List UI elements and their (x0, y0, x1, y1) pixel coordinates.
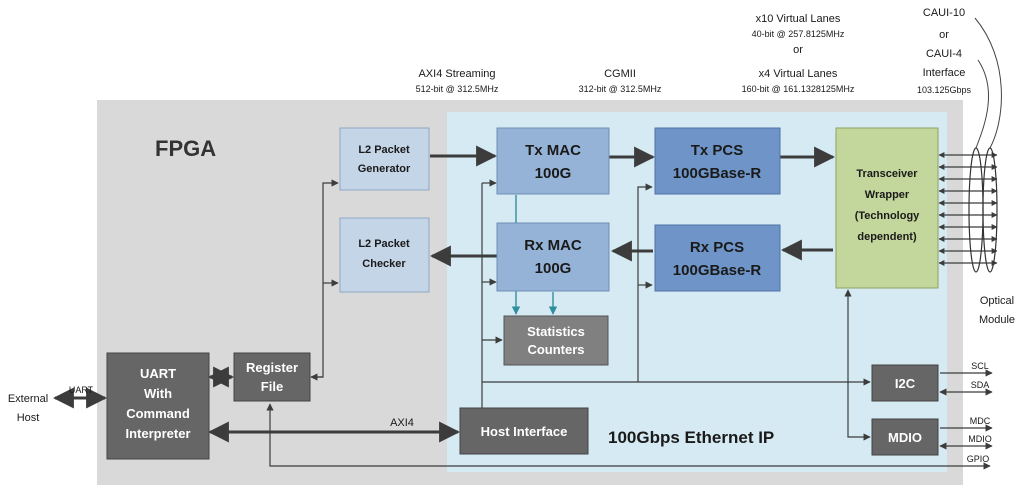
caui-callout-lines (974, 17, 1002, 149)
tx-pcs-line2: 100GBase-R (673, 165, 762, 182)
interface-label: Interface (923, 67, 966, 79)
mdc-label: MDC (970, 416, 991, 426)
mdio-block: MDIO (871, 418, 939, 456)
transceiver-wrapper-block: Transceiver Wrapper (Technology dependen… (835, 127, 939, 289)
uart-signal-label: UART (69, 385, 94, 395)
stats-line1: Statistics (527, 324, 585, 339)
connections (52, 145, 998, 470)
statistics-counters-block: Statistics Counters (503, 315, 609, 366)
uart-line3: Command (126, 406, 190, 421)
register-file-line2: File (261, 379, 283, 394)
tx-mac-block: Tx MAC 100G (496, 127, 610, 195)
rx-pcs-block: Rx PCS 100GBase-R (654, 224, 781, 292)
cgmii-sub: 312-bit @ 312.5MHz (579, 84, 662, 94)
vl4-title: x4 Virtual Lanes (759, 68, 838, 80)
rate-label: 103.125Gbps (917, 85, 972, 95)
sda-label: SDA (971, 380, 990, 390)
stats-line2: Counters (527, 342, 584, 357)
i2c-label: I2C (895, 376, 916, 391)
l2-generator-line1: L2 Packet (358, 144, 410, 156)
axi4-label: AXI4 (390, 417, 414, 429)
bus-annotations: AXI4 Streaming 512-bit @ 312.5MHz CGMII … (416, 7, 972, 95)
external-host-line1: External (8, 393, 48, 405)
caui4-label: CAUI-4 (926, 48, 962, 60)
axi4-streaming-title: AXI4 Streaming (418, 68, 495, 80)
transceiver-line3: (Technology (855, 210, 920, 222)
l2-packet-generator: L2 Packet Generator (339, 127, 430, 191)
tx-mac-line2: 100G (535, 165, 572, 182)
axi4-streaming-sub: 512-bit @ 312.5MHz (416, 84, 499, 94)
or-label-1: or (793, 44, 803, 56)
mdio-signal-label: MDIO (968, 434, 992, 444)
transceiver-line4: dependent) (857, 231, 917, 243)
rx-mac-line1: Rx MAC (524, 237, 582, 254)
l2-checker-line1: L2 Packet (358, 238, 410, 250)
vl4-sub: 160-bit @ 161.1328125MHz (742, 84, 855, 94)
uart-line1: UART (140, 366, 176, 381)
vl10-sub: 40-bit @ 257.8125MHz (752, 29, 845, 39)
lane-ellipses (968, 147, 998, 273)
optical-line1: Optical (980, 295, 1014, 307)
uart-line2: With (144, 386, 172, 401)
rx-mac-block: Rx MAC 100G (496, 222, 610, 292)
transceiver-line2: Wrapper (865, 189, 910, 201)
l2-generator-line2: Generator (358, 163, 411, 175)
register-file-block: Register File (233, 352, 311, 402)
optical-line2: Module (979, 314, 1015, 326)
or-label-2: or (939, 29, 949, 41)
l2-packet-checker: L2 Packet Checker (339, 217, 430, 293)
rx-mac-line2: 100G (535, 260, 572, 277)
rx-pcs-line2: 100GBase-R (673, 262, 762, 279)
external-host-line2: Host (17, 412, 40, 424)
host-interface-label: Host Interface (481, 424, 568, 439)
fpga-label: FPGA (155, 136, 216, 161)
cgmii-title: CGMII (604, 68, 636, 80)
transceiver-line1: Transceiver (856, 168, 918, 180)
l2-checker-line2: Checker (362, 258, 406, 270)
tx-pcs-block: Tx PCS 100GBase-R (654, 127, 781, 195)
caui10-label: CAUI-10 (923, 7, 965, 19)
register-file-line1: Register (246, 360, 298, 375)
tx-pcs-line1: Tx PCS (691, 142, 744, 159)
mdio-label: MDIO (888, 430, 922, 445)
rx-pcs-line1: Rx PCS (690, 239, 744, 256)
uart-line4: Interpreter (125, 426, 190, 441)
ethernet-ip-label: 100Gbps Ethernet IP (608, 428, 774, 447)
uart-block: UART With Command Interpreter (106, 352, 210, 460)
gpio-label: GPIO (967, 454, 990, 464)
tx-mac-line1: Tx MAC (525, 142, 581, 159)
scl-label: SCL (971, 361, 989, 371)
vl10-title: x10 Virtual Lanes (756, 13, 841, 25)
i2c-block: I2C (871, 364, 939, 402)
host-interface-block: Host Interface (459, 407, 589, 455)
